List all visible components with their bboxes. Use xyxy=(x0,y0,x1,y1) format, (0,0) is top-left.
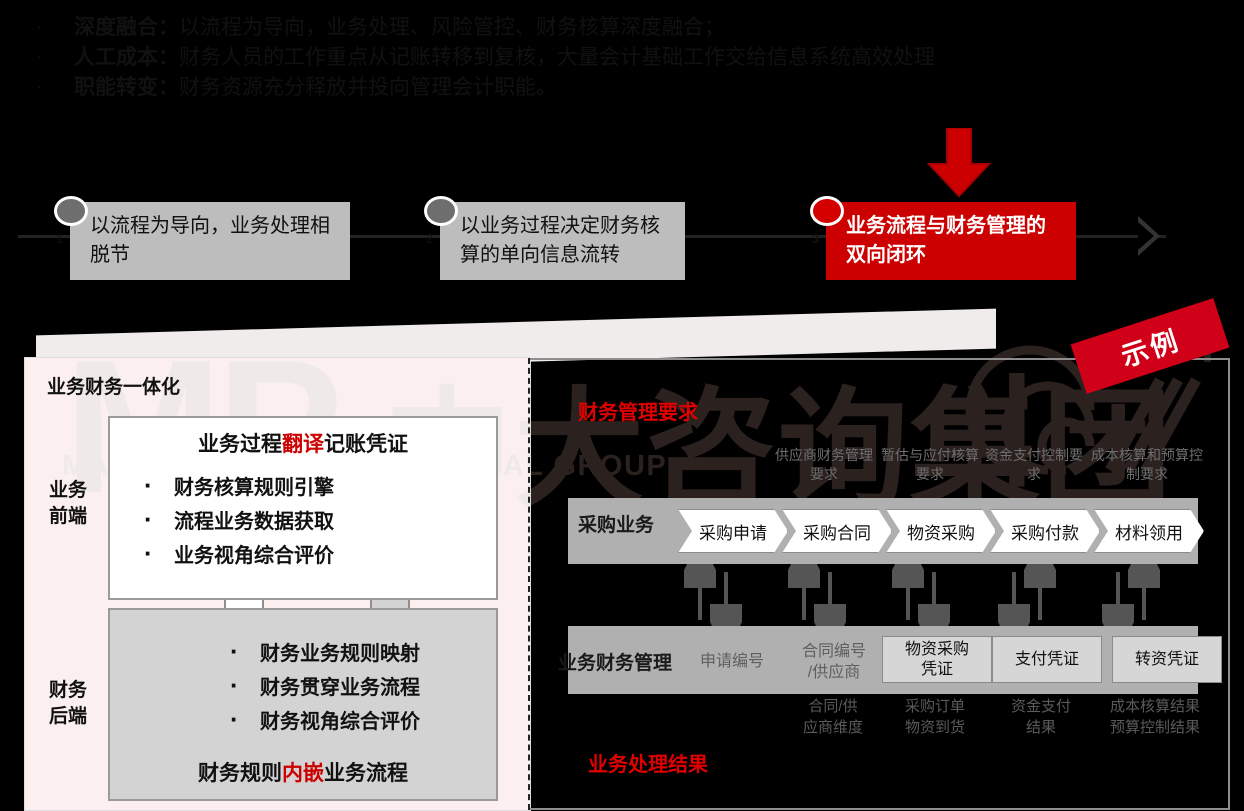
bullet-marker: · xyxy=(36,76,43,98)
column-header: 暂估与应付核算要求 xyxy=(881,447,979,482)
stage-knob-icon xyxy=(54,196,88,226)
process-step[interactable]: 采购申请 xyxy=(678,509,788,553)
bullet-label: 人工成本： xyxy=(74,46,179,69)
timeline: 1 以流程为导向，业务处理相脱节 2 以业务过程决定财务核算的单向信息流转 3 … xyxy=(0,190,1244,300)
stage-knob-icon xyxy=(424,196,458,226)
list-item: 财务核算规则引擎 xyxy=(144,470,334,504)
list-item: 财务视角综合评价 xyxy=(230,704,420,738)
bullet-body: 财务人员的工作重点从记账转移到复核，大量会计基础工作交给信息系统高效处理 xyxy=(179,46,935,69)
business-front-heading: 业务过程翻译记账凭证 xyxy=(110,428,496,458)
bullet-item: · 职能转变：财务资源充分释放并投向管理会计职能。 xyxy=(0,74,1244,104)
footer-pre: 财务规则 xyxy=(198,762,282,785)
finance-requirements-title: 财务管理要求 xyxy=(578,402,698,424)
bullet-item: · 人工成本：财务人员的工作重点从记账转移到复核，大量会计基础工作交给信息系统高… xyxy=(0,44,1244,74)
stage-knob-icon xyxy=(810,196,844,226)
bullet-body: 以流程为导向，业务处理、风险管控、财务核算深度融合； xyxy=(179,16,725,39)
footer-post: 业务流程 xyxy=(324,762,408,785)
left-side-label-bottom: 财务 后端 xyxy=(48,680,87,727)
timeline-stage-2[interactable]: 2 以业务过程决定财务核算的单向信息流转 xyxy=(424,196,685,280)
stage-number: 2 xyxy=(426,231,434,246)
bullet-text: 人工成本：财务人员的工作重点从记账转移到复核，大量会计基础工作交给信息系统高效处… xyxy=(74,44,935,72)
bullet-text: 职能转变：财务资源充分释放并投向管理会计职能。 xyxy=(74,74,557,102)
stage-text: 以业务过程决定财务核算的单向信息流转 xyxy=(460,215,660,266)
business-front-items: 财务核算规则引擎 流程业务数据获取 业务视角综合评价 xyxy=(144,470,334,572)
bullet-marker: · xyxy=(36,16,43,38)
process-step[interactable]: 物资采购 xyxy=(886,509,996,553)
stage-text: 业务流程与财务管理的双向闭环 xyxy=(846,215,1046,266)
finance-back-box: 财务业务规则映射 财务贯穿业务流程 财务视角综合评价 财务规则内嵌业务流程 xyxy=(108,608,498,801)
timeline-arrow-inner-icon xyxy=(1138,222,1154,250)
process-band-label: 采购业务 xyxy=(578,515,655,536)
heading-post: 记账凭证 xyxy=(324,433,408,456)
result-label: 成本核算结果 预算控制结果 xyxy=(1109,698,1200,736)
column-header: 成本核算和预算控制要求 xyxy=(1091,447,1203,482)
bullet-label: 深度融合： xyxy=(74,16,179,39)
left-card-divider: 业务财务一体化 业务 前端 财务 后端 业务过程翻译记账凭证 财务核算规则引擎 … xyxy=(25,358,530,810)
lower-diagram: MP 中大咨询集团 MANAGEMENT PROFESSIONAL GROUP … xyxy=(0,298,1244,811)
left-side-label-top: 业务 前端 xyxy=(48,480,87,527)
stage-text: 以流程为导向，业务处理相脱节 xyxy=(90,215,330,266)
finance-back-items: 财务业务规则映射 财务贯穿业务流程 财务视角综合评价 xyxy=(230,636,420,738)
result-label: 采购订单 物资到货 xyxy=(904,698,965,736)
finance-voucher-cell[interactable]: 转资凭证 xyxy=(1112,636,1222,683)
business-results-title: 业务处理结果 xyxy=(588,754,708,776)
finance-voucher-cell[interactable]: 物资采购 凭证 xyxy=(882,636,992,683)
right-panel: 财务管理要求 供应商财务管理要求 暂估与应付核算要求 资金支付控制要求 成本核算… xyxy=(530,358,1230,810)
stage-number: 1 xyxy=(56,231,64,246)
list-item: 流程业务数据获取 xyxy=(144,504,334,538)
column-header: 供应商财务管理要求 xyxy=(775,447,873,482)
heading-highlight: 翻译 xyxy=(282,433,324,456)
bidirectional-arrows-icon xyxy=(530,564,1230,626)
finance-cell: 申请编号 xyxy=(699,653,764,670)
timeline-stage-1[interactable]: 1 以流程为导向，业务处理相脱节 xyxy=(54,196,350,280)
footer-highlight: 内嵌 xyxy=(282,762,324,785)
emphasis-down-arrow-icon xyxy=(927,128,991,198)
column-header: 资金支付控制要求 xyxy=(985,447,1083,482)
bullet-item: · 深度融合：以流程为导向，业务处理、风险管控、财务核算深度融合； xyxy=(0,14,1244,44)
bullet-body: 财务资源充分释放并投向管理会计职能。 xyxy=(179,76,557,99)
heading-pre: 业务过程 xyxy=(198,433,282,456)
finance-back-footer: 财务规则内嵌业务流程 xyxy=(110,757,496,787)
process-step[interactable]: 材料领用 xyxy=(1094,509,1204,553)
stage-number: 3 xyxy=(812,231,820,246)
process-step[interactable]: 采购付款 xyxy=(990,509,1100,553)
finance-voucher-cell[interactable]: 支付凭证 xyxy=(992,636,1102,683)
process-step[interactable]: 采购合同 xyxy=(782,509,892,553)
bullet-list: · 深度融合：以流程为导向，业务处理、风险管控、财务核算深度融合； · 人工成本… xyxy=(0,14,1244,104)
right-panel-border xyxy=(530,358,1230,810)
result-label: 资金支付 结果 xyxy=(1010,698,1071,736)
list-item: 财务业务规则映射 xyxy=(230,636,420,670)
list-item: 财务贯穿业务流程 xyxy=(230,670,420,704)
finance-cell: 合同编号 /供应商 xyxy=(801,643,866,681)
finance-band-label: 业务财务管理 xyxy=(558,653,673,674)
left-card-title: 业务财务一体化 xyxy=(47,377,181,398)
timeline-stage-3[interactable]: 3 业务流程与财务管理的双向闭环 xyxy=(810,196,1076,280)
bullet-marker: · xyxy=(36,46,43,68)
bullet-text: 深度融合：以流程为导向，业务处理、风险管控、财务核算深度融合； xyxy=(74,14,725,42)
result-label: 合同/供 应商维度 xyxy=(802,698,863,736)
business-front-box: 业务过程翻译记账凭证 财务核算规则引擎 流程业务数据获取 业务视角综合评价 xyxy=(108,416,498,600)
list-item: 业务视角综合评价 xyxy=(144,538,334,572)
bullet-label: 职能转变： xyxy=(74,76,179,99)
